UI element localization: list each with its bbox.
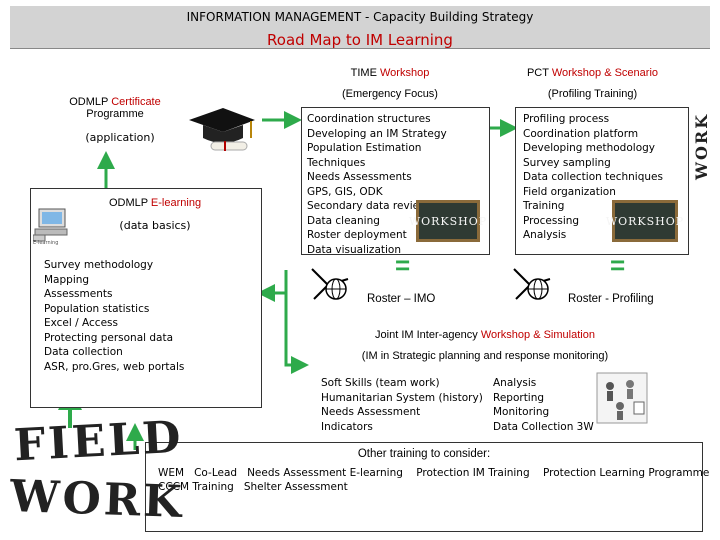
roster-profiling-label: Roster - Profiling: [568, 293, 654, 305]
list-item: Needs Assessment: [321, 406, 421, 418]
header-divider: [10, 48, 710, 49]
header-bar: [10, 6, 710, 48]
list-item: Profiling process: [523, 113, 610, 125]
other-training-line1: WEM Co-Lead Needs Assessment E-learning …: [158, 467, 710, 479]
chalkboard-icon: WORKSHOP: [606, 200, 683, 242]
list-item: Soft Skills (team work): [321, 377, 440, 389]
list-item: Coordination structures: [307, 113, 431, 125]
certificate-title: ODMLP Certificate Programme: [69, 96, 161, 120]
elearning-icon-caption: E-learning: [33, 240, 59, 246]
elearning-box: [30, 188, 262, 408]
list-item: Field organization: [523, 185, 616, 198]
list-item: Coordination platform: [523, 127, 639, 140]
joint-topics-col1: Soft Skills (team work) Humanitarian Sys…: [321, 376, 491, 434]
list-item: Developing methodology: [523, 142, 655, 154]
list-item: Data cleaning: [307, 214, 380, 227]
list-item: Data visualization: [307, 243, 401, 256]
list-item: Survey sampling: [523, 156, 611, 169]
fieldwork-line1: FIELD: [12, 411, 185, 472]
list-item: Needs Assessments: [307, 171, 412, 183]
work-side-label: WORK: [692, 112, 711, 180]
list-item: Population statistics: [44, 302, 150, 315]
list-item: Secondary data reviews: [307, 200, 434, 212]
elearning-title: ODMLP E-learning: [108, 197, 202, 209]
globe-network-icon: [513, 268, 551, 300]
list-item: Data Collection 3W: [493, 420, 594, 433]
list-item: Monitoring: [493, 406, 550, 418]
list-item: Processing: [523, 214, 580, 227]
list-item: Techniques: [307, 156, 366, 169]
list-item: Developing an IM Strategy: [307, 127, 447, 140]
time-workshop-title: TIME Workshop: [350, 67, 430, 79]
list-item: Reporting: [493, 391, 545, 404]
people-simulation-icon: [596, 372, 648, 424]
computer-icon: [33, 208, 68, 242]
list-item: ASR, pro.Gres, web portals: [44, 360, 185, 373]
list-item: GPS, GIS, ODK: [307, 185, 383, 198]
elearning-subtitle: (data basics): [119, 219, 191, 232]
list-item: Protecting personal data: [44, 331, 174, 344]
pct-workshop-topics: Profiling process Coordination platform …: [523, 112, 688, 243]
list-item: Roster deployment: [307, 229, 407, 241]
list-item: Data collection: [44, 346, 123, 358]
time-workshop-topics: Coordination structures Developing an IM…: [307, 112, 487, 257]
list-item: Mapping: [44, 273, 90, 286]
joint-workshop-title: Joint IM Inter-agency Workshop & Simulat…: [375, 329, 595, 341]
page-subtitle: Road Map to IM Learning: [267, 31, 453, 49]
arrow-to-joint: [284, 270, 309, 374]
page-title: INFORMATION MANAGEMENT - Capacity Buildi…: [186, 10, 534, 24]
list-item: Assessments: [44, 288, 113, 300]
other-training-title: Other training to consider:: [357, 448, 491, 460]
elearning-topics: Survey methodology Mapping Assessments P…: [44, 258, 254, 374]
roster-imo-label: Roster – IMO: [367, 293, 436, 305]
pct-workshop-subtitle: (Profiling Training): [547, 88, 638, 100]
list-item: Indicators: [321, 420, 373, 433]
list-item: Population Estimation: [307, 142, 422, 154]
list-item: Survey methodology: [44, 259, 154, 271]
certificate-subtitle: (application): [85, 131, 155, 144]
list-item: Data collection techniques: [523, 171, 663, 183]
list-item: Training: [523, 200, 565, 212]
pct-workshop-title: PCT Workshop & Scenario: [526, 67, 659, 79]
equals-sign: =: [610, 250, 626, 280]
list-item: Analysis: [493, 377, 537, 389]
joint-workshop-subtitle: (IM in Strategic planning and response m…: [361, 350, 609, 362]
equals-sign: =: [395, 250, 411, 280]
other-training-box: [145, 442, 703, 532]
time-workshop-subtitle: (Emergency Focus): [342, 88, 438, 100]
list-item: Analysis: [523, 229, 567, 241]
globe-network-icon: [311, 268, 349, 300]
chalkboard-icon: WORKSHOP: [409, 200, 486, 242]
fieldwork-line2: WORK: [9, 470, 186, 529]
other-training-line2: CCCM Training Shelter Assessment: [158, 481, 348, 493]
list-item: Humanitarian System (history): [321, 391, 483, 404]
graduation-cap-icon: [189, 108, 255, 151]
joint-topics-col2: Analysis Reporting Monitoring Data Colle…: [493, 376, 603, 434]
list-item: Excel / Access: [44, 317, 118, 329]
